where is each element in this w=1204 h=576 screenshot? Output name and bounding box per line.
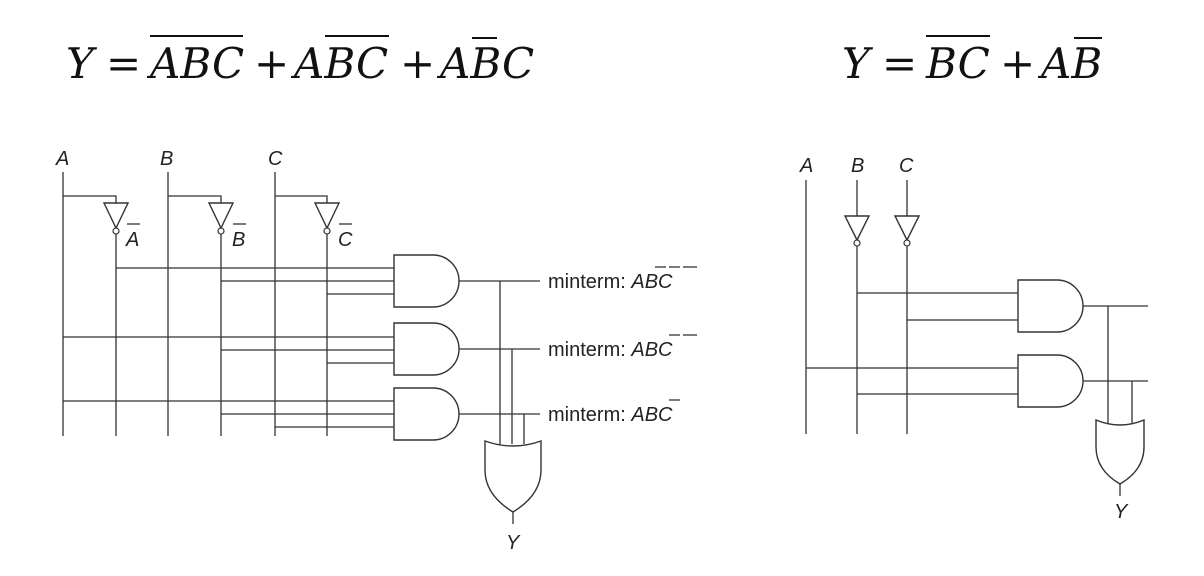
- left-equation: Y = ABC + ABC + ABC: [66, 35, 534, 88]
- left-minterm-1: minterm: ABC: [548, 266, 697, 293]
- left-branch-a: [63, 195, 117, 203]
- left-branch-c: [275, 195, 328, 203]
- svg-text:minterm: ABC: minterm: ABC: [548, 404, 673, 426]
- left-minterm-3-value: ABC: [630, 404, 673, 426]
- left-eq-plus-2: +: [400, 39, 435, 88]
- left-minterm-1-prefix: minterm:: [548, 271, 626, 293]
- right-and-gate-2: [1017, 354, 1084, 408]
- left-minterm-2-value: ABC: [630, 339, 673, 361]
- left-minterm-1-value: ABC: [630, 271, 673, 293]
- right-circuit: A B C Y: [799, 155, 1148, 523]
- left-eq-term-2: ABC: [290, 39, 388, 88]
- left-output-label: Y: [506, 532, 521, 554]
- right-inverter-b: [843, 215, 871, 247]
- right-equation: Y = BC + AB: [842, 35, 1102, 88]
- left-inverted-b-label: B: [232, 229, 245, 251]
- left-inverted-c-label: C: [338, 229, 353, 251]
- left-inverter-c: [313, 202, 341, 235]
- left-eq-plus-1: +: [254, 39, 289, 88]
- left-circuit: A B C A B C: [55, 148, 697, 554]
- left-input-a-label: A: [55, 148, 69, 170]
- left-inverted-a-label: A: [125, 229, 139, 251]
- left-input-c-label: C: [268, 148, 283, 170]
- right-eq-term-1: BC: [925, 39, 990, 88]
- left-and-gate-3: [393, 387, 460, 441]
- left-eq-term-3: ABC: [436, 39, 534, 88]
- right-input-a-label: A: [799, 155, 813, 177]
- right-or-gate: [1095, 418, 1145, 485]
- left-input-b-label: B: [160, 148, 173, 170]
- left-or-gate: [484, 440, 542, 513]
- left-eq-term-1: ABC: [146, 39, 244, 88]
- right-input-c-label: C: [899, 155, 914, 177]
- left-minterm-3-prefix: minterm:: [548, 404, 626, 426]
- right-eq-equals: =: [882, 39, 917, 88]
- left-and-gate-1: [393, 254, 460, 308]
- right-eq-term-2: AB: [1037, 39, 1102, 88]
- right-and-gate-1: [1017, 279, 1084, 333]
- left-minterm-3: minterm: ABC: [548, 399, 680, 426]
- right-output-label: Y: [1114, 501, 1129, 523]
- left-inverter-a: [102, 202, 130, 235]
- left-minterm-2-prefix: minterm:: [548, 339, 626, 361]
- left-inverter-b: [207, 202, 235, 235]
- left-branch-b: [168, 195, 222, 203]
- left-eq-lhs: Y: [66, 39, 98, 88]
- left-and-gate-2: [393, 322, 460, 376]
- right-eq-plus: +: [1000, 39, 1035, 88]
- right-eq-lhs: Y: [842, 39, 874, 88]
- right-input-b-label: B: [851, 155, 864, 177]
- left-minterm-2: minterm: ABC: [548, 334, 697, 361]
- right-inverter-c: [893, 215, 921, 247]
- left-eq-equals: =: [106, 39, 141, 88]
- svg-text:minterm: ABC: minterm: ABC: [548, 339, 673, 361]
- svg-text:minterm: ABC: minterm: ABC: [548, 271, 673, 293]
